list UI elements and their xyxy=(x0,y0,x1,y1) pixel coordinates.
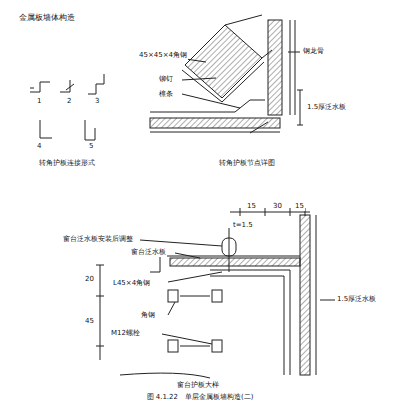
callout-number: 4 xyxy=(36,143,42,151)
figure-label: 转角护板节点详图 xyxy=(218,160,276,168)
part-label: 钢龙骨 xyxy=(302,48,325,56)
part-label: 窗台泛水板 xyxy=(130,249,167,257)
part-label: 45×45×4角钢 xyxy=(138,52,188,60)
callout-number: 1 xyxy=(36,98,42,106)
callout-number: 2 xyxy=(66,98,72,106)
figure-label: 窗台护板大样 xyxy=(176,382,220,390)
part-label: 檩条 xyxy=(158,91,174,99)
dimension: 15 xyxy=(294,203,305,211)
callout-number: 3 xyxy=(94,98,100,106)
part-label: 铆钉 xyxy=(158,76,174,84)
callout-number: 5 xyxy=(88,143,94,151)
dimension: 20 xyxy=(84,276,95,284)
dimension: 15 xyxy=(246,203,257,211)
part-label: 角钢 xyxy=(140,312,156,320)
dimension: t=1.5 xyxy=(232,222,254,230)
figure-label: 转角护板连接形式 xyxy=(38,160,96,168)
part-label: 窗台泛水板安装后调整 xyxy=(62,236,134,244)
part-label: L45×4角钢 xyxy=(112,280,151,288)
dimension: 30 xyxy=(272,203,283,211)
part-label: M12螺栓 xyxy=(110,330,141,338)
figure-caption: 图 4.1.22 单层金属板墙构造(二) xyxy=(146,394,255,402)
part-label: 1.5厚泛水板 xyxy=(336,296,377,304)
part-label: 1.5厚泛水板 xyxy=(306,104,347,112)
dimension: 45 xyxy=(84,318,95,326)
drawing-title: 金属板墙体构造 xyxy=(18,14,76,23)
